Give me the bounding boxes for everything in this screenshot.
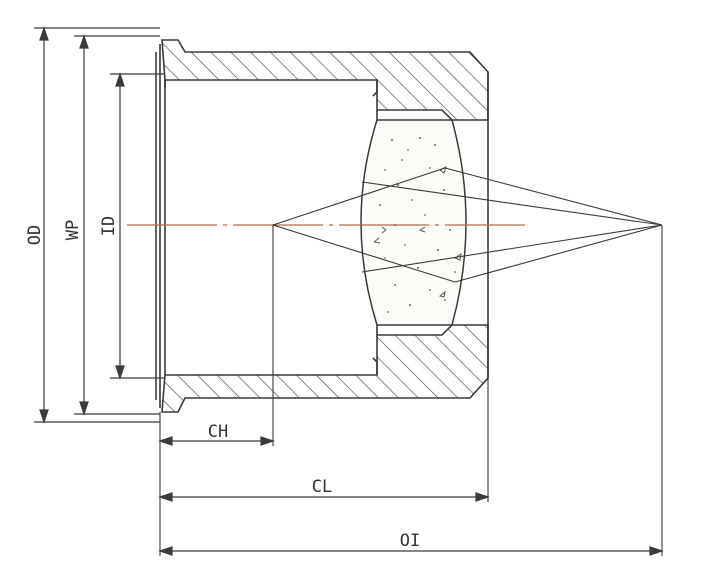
lower-wall [161,324,489,413]
label-od: OD [25,225,45,245]
dimension-cl [158,492,490,502]
extension-lines [159,225,663,556]
dimension-wp [74,34,160,416]
label-wp: WP [63,220,83,240]
dimension-oi [158,546,664,556]
upper-wall [161,39,489,121]
sight-window [360,119,467,326]
dimension-od [34,26,160,424]
label-cl: CL [312,477,332,497]
label-ch: CH [208,422,228,442]
label-oi: OI [400,531,420,551]
sight-cone [272,167,663,283]
window-glass [360,119,467,326]
label-id: ID [99,216,119,236]
dimension-ch [158,436,275,446]
dimension-id [110,72,165,380]
housing-section [161,39,489,413]
